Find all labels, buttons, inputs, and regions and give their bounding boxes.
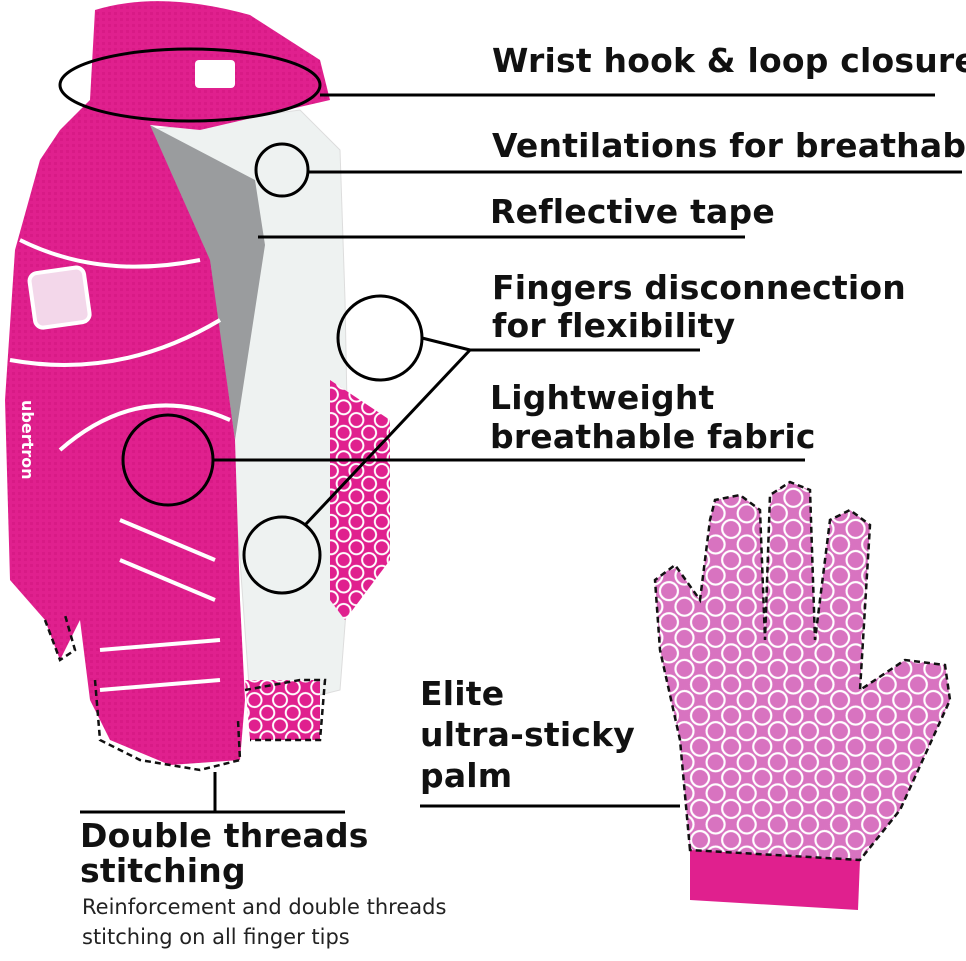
palm-cuff xyxy=(690,845,860,910)
fingers-callout-circle xyxy=(336,294,424,382)
label-stitch-line1: Double threads xyxy=(80,816,369,855)
label-fingers-line1: Fingers disconnection xyxy=(492,268,906,307)
label-palm-line2: ultra-sticky xyxy=(420,715,635,754)
logo-badge xyxy=(27,265,92,330)
fingertip-pattern xyxy=(245,680,320,740)
palm-pattern-side xyxy=(330,380,390,620)
wrist-logo xyxy=(195,60,235,88)
label-fabric-line2: breathable fabric xyxy=(490,417,816,456)
label-fabric-line1: Lightweight xyxy=(490,378,715,417)
brand-lettering: ubertron xyxy=(18,400,37,480)
glove-pink-body xyxy=(5,1,330,766)
label-reflective-tape: Reflective tape xyxy=(490,192,775,231)
callout-lines xyxy=(58,47,962,814)
label-ventilation: Ventilations for breathable xyxy=(492,126,966,165)
label-palm-line1: Elite xyxy=(420,674,505,713)
palm-surface xyxy=(653,480,952,862)
glove-back-view: ubertron xyxy=(5,1,390,772)
label-wrist-closure: Wrist hook & loop closure xyxy=(492,41,966,80)
stitch-description-line1: Reinforcement and double threads xyxy=(82,895,447,919)
label-stitch-line2: stitching xyxy=(80,851,246,890)
stitch-description-line2: stitching on all finger tips xyxy=(82,925,350,949)
glove-palm-view xyxy=(653,480,952,910)
fingers-callout-circle-2 xyxy=(242,515,322,595)
stitching-outline xyxy=(43,614,327,772)
label-palm-line3: palm xyxy=(420,756,513,795)
label-fingers-line2: for flexibility xyxy=(492,306,736,345)
wrist-callout-circle xyxy=(58,47,322,123)
glove-stripes xyxy=(9,238,231,692)
vent-callout-circle xyxy=(254,142,310,198)
